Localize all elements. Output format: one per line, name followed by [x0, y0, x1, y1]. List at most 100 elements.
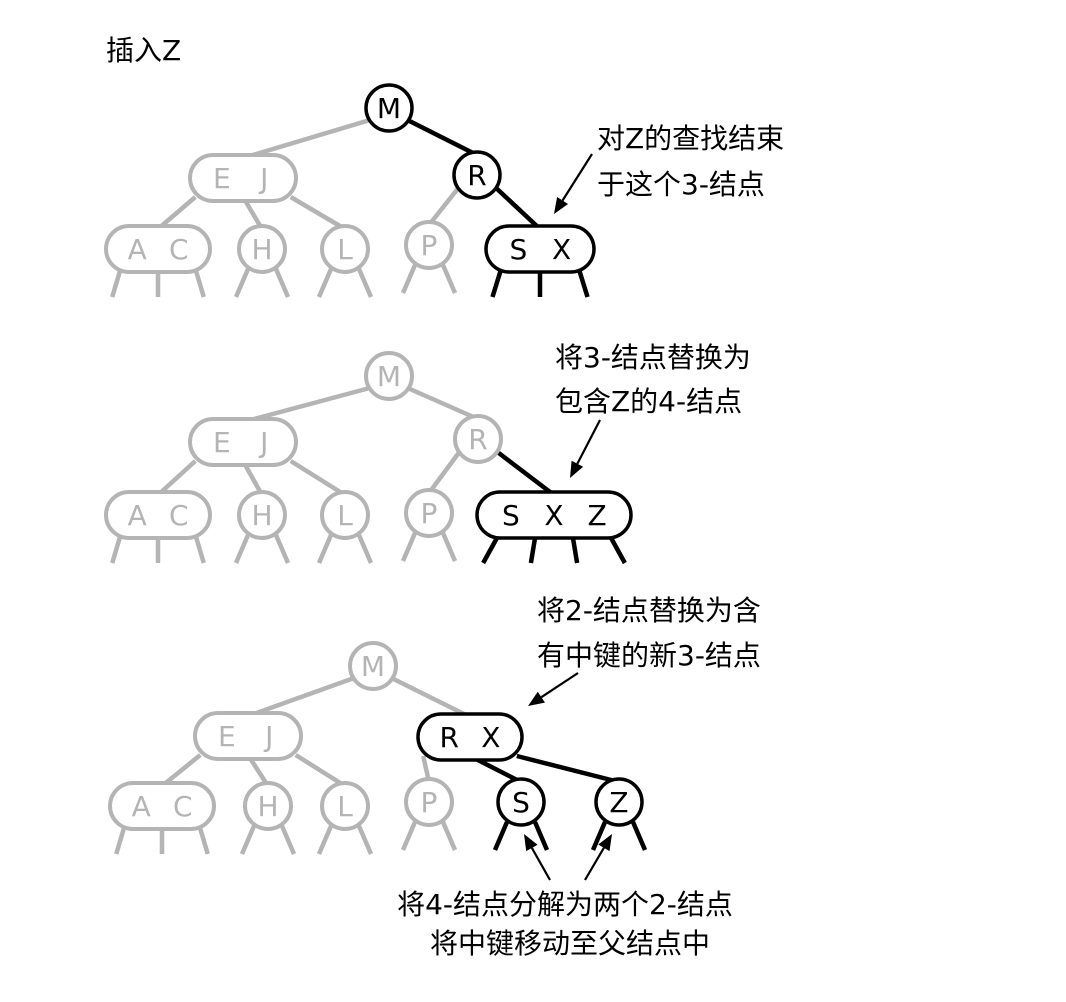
- node-key: A: [132, 790, 151, 823]
- edge-R-P: [427, 449, 463, 495]
- child-links-H: [233, 534, 291, 564]
- node-M: M: [364, 351, 414, 401]
- node-P: P: [404, 488, 454, 538]
- node-key: C: [169, 233, 189, 266]
- child-links-P: [400, 532, 458, 562]
- node-key: L: [337, 499, 353, 532]
- arrow-step3: [528, 672, 579, 706]
- edge-EJ-AC: [160, 753, 202, 788]
- node-key: S: [512, 786, 530, 819]
- step2-annotation-line2: 包含Z的4-结点: [555, 385, 742, 418]
- child-links-P: [400, 821, 458, 851]
- edge-RX-Z: [516, 753, 620, 785]
- child-links-L: [316, 825, 374, 855]
- node-key: M: [361, 650, 385, 683]
- node-key: C: [169, 499, 189, 532]
- child-links-P: [400, 264, 458, 294]
- edge-M-EJ: [242, 385, 373, 425]
- node-L: L: [320, 781, 370, 831]
- edge-M-R: [405, 385, 479, 422]
- edge-M-EJ: [247, 675, 357, 719]
- edge-EJ-L: [289, 195, 347, 231]
- node-key: P: [421, 229, 438, 262]
- node-key: R: [468, 423, 487, 456]
- node-key: R: [439, 721, 458, 754]
- node-key: R: [467, 159, 486, 192]
- node-key: Z: [609, 786, 628, 819]
- arrow-step2: [570, 419, 601, 478]
- step1-annotation-line2: 于这个3-结点: [597, 168, 765, 201]
- arrow-step1: [554, 153, 593, 214]
- node-key: E: [213, 162, 231, 195]
- edge-EJ-L: [294, 753, 347, 788]
- step2-annotation-line1: 将3-结点替换为: [555, 341, 751, 374]
- node-key: J: [258, 426, 268, 459]
- node-L: L: [320, 490, 370, 540]
- node-key: J: [263, 720, 273, 753]
- node-M: M: [364, 83, 414, 133]
- node-key: M: [377, 360, 401, 393]
- diagram-title: 插入Z: [106, 34, 181, 67]
- edge-M-EJ: [242, 117, 373, 161]
- node-P: P: [404, 220, 454, 270]
- node-M: M: [348, 641, 398, 691]
- edge-M-R: [405, 117, 479, 158]
- node-key: S: [502, 499, 520, 532]
- child-links-L: [316, 534, 374, 564]
- step1-annotation-line1: 对Z的查找结束: [597, 122, 784, 155]
- split-annotation-line2: 将中键移动至父结点中: [430, 927, 710, 960]
- edge-R-P: [427, 185, 462, 227]
- node-key: E: [218, 720, 236, 753]
- arrow-split-left: [524, 834, 551, 881]
- node-key: A: [128, 233, 147, 266]
- node-H: H: [237, 490, 287, 540]
- node-key: L: [337, 233, 353, 266]
- step3-annotation-line1: 将2-结点替换为含: [537, 594, 761, 627]
- node-key: L: [337, 790, 353, 823]
- node-key: J: [258, 162, 268, 195]
- node-key: X: [481, 721, 500, 754]
- node-key: P: [421, 497, 438, 530]
- edge-EJ-AC: [156, 195, 197, 231]
- node-key: A: [128, 499, 147, 532]
- node-key: M: [377, 92, 401, 125]
- child-links-Z: [590, 821, 648, 851]
- edge-EJ-L: [289, 459, 347, 497]
- child-links-H: [233, 268, 291, 298]
- node-key: P: [421, 786, 438, 819]
- node-key: S: [510, 233, 528, 266]
- node-key: X: [552, 233, 571, 266]
- child-links-H: [239, 825, 297, 855]
- node-key: Z: [588, 499, 607, 532]
- arrow-split-right: [584, 834, 612, 881]
- node-key: E: [213, 426, 231, 459]
- node-Z: Z: [594, 777, 644, 827]
- child-links-S: [492, 821, 550, 851]
- edge-R-SXZ: [494, 448, 556, 497]
- node-H: H: [243, 781, 293, 831]
- step3-annotation-line2: 有中键的新3-结点: [537, 639, 761, 672]
- node-H: H: [237, 224, 287, 274]
- node-key: H: [257, 790, 278, 823]
- node-key: C: [173, 790, 193, 823]
- node-key: H: [251, 233, 272, 266]
- node-key: X: [544, 499, 563, 532]
- child-links-L: [316, 268, 374, 298]
- node-key: H: [251, 499, 272, 532]
- node-R: R: [452, 150, 502, 200]
- node-P: P: [404, 777, 454, 827]
- edge-M-RX: [389, 675, 472, 720]
